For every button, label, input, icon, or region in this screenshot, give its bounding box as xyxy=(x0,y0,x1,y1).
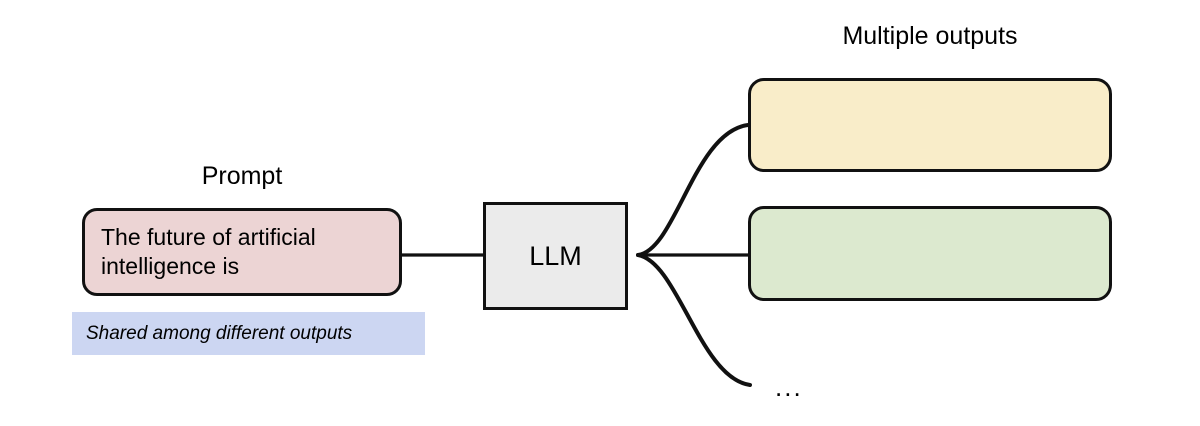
llm-label: LLM xyxy=(529,240,582,271)
connector-llm-to-output-1 xyxy=(636,123,750,257)
llm-box[interactable]: LLM xyxy=(483,202,628,310)
multiple-outputs-label: Multiple outputs xyxy=(842,22,1018,50)
prompt-box[interactable]: The future of artificial intelligence is xyxy=(82,208,402,296)
shared-note-bar: Shared among different outputs xyxy=(72,312,425,355)
output-box-2[interactable] xyxy=(748,206,1112,301)
prompt-label: Prompt xyxy=(201,162,283,190)
connector-llm-to-ellipsis xyxy=(636,253,752,387)
prompt-text: The future of artificial intelligence is xyxy=(101,223,316,279)
output-ellipsis: ... xyxy=(775,372,803,402)
output-box-1[interactable] xyxy=(748,78,1112,172)
shared-note-text: Shared among different outputs xyxy=(86,323,353,344)
